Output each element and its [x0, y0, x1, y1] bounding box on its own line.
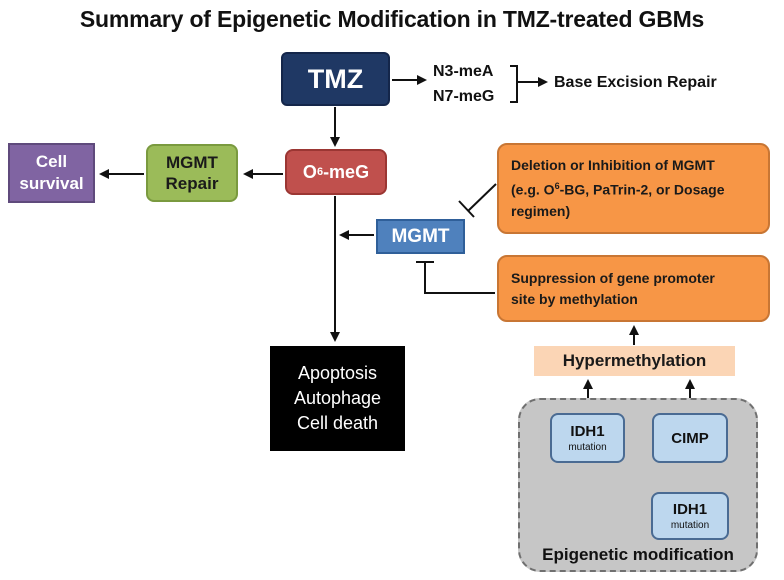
suppression-line2: site by methylation — [511, 290, 638, 307]
diagram-title: Summary of Epigenetic Modification in TM… — [79, 6, 705, 32]
mgmt-node: MGMT — [376, 219, 465, 254]
o6-meg-suffix: -meG — [323, 161, 370, 182]
cell-survival-line1: Cell — [35, 152, 68, 171]
cell-death-outcomes-node: Apoptosis Autophage Cell death — [270, 346, 405, 451]
inhibit-suppression-to-mgmt — [424, 263, 495, 294]
deletion-line1: Deletion or Inhibition of MGMT — [511, 157, 715, 174]
n3-mea-label: N3-meA — [433, 63, 494, 80]
cell-death-label: Cell death — [296, 413, 379, 433]
apoptosis-label: Apoptosis — [297, 363, 378, 383]
hypermethylation-node: Hypermethylation — [534, 346, 735, 376]
n7-meg-label: N7-meG — [433, 88, 495, 105]
inhibit-deletion-to-mgmt — [467, 183, 497, 212]
idh1-mutation-label: mutation — [568, 442, 607, 453]
deletion-line2-prefix: (e.g. O — [511, 181, 555, 198]
mgmt-repair-line2: Repair — [165, 174, 219, 193]
idh1-lower-mutation-label: mutation — [670, 520, 710, 531]
cimp-label: CIMP — [671, 429, 709, 447]
cell-survival-node: Cell survival — [8, 143, 95, 203]
base-excision-repair-label: Base Excision Repair — [554, 74, 717, 91]
deletion-inhibition-node: Deletion or Inhibition of MGMT (e.g. O6-… — [497, 143, 770, 234]
deletion-line2-suffix: -BG, PaTrin-2, or Dosage — [559, 181, 725, 198]
deletion-line3: regimen) — [511, 202, 571, 219]
cell-survival-line2: survival — [19, 174, 84, 193]
bracket-methyl-adducts — [510, 65, 518, 103]
mgmt-repair-node: MGMT Repair — [146, 144, 238, 202]
tmz-node: TMZ — [281, 52, 390, 106]
idh1-label: IDH1 — [570, 423, 605, 440]
mgmt-repair-line1: MGMT — [166, 153, 218, 172]
o6-meg-prefix: O — [302, 161, 317, 182]
o6-meg-superscript: 6 — [316, 166, 324, 178]
idh1-lower-label: IDH1 — [672, 501, 708, 518]
autophage-label: Autophage — [293, 388, 382, 408]
deletion-line2-superscript: 6 — [554, 181, 560, 192]
cimp-node: CIMP — [652, 413, 728, 463]
suppression-line1: Suppression of gene promoter — [511, 269, 715, 286]
epigenetic-modification-label: Epigenetic modification — [542, 545, 734, 564]
inhibit-deletion-bar — [458, 200, 475, 218]
idh1-mutation-node-lower: IDH1 mutation — [651, 492, 729, 540]
promoter-suppression-node: Suppression of gene promoter site by met… — [497, 255, 770, 322]
idh1-mutation-node: IDH1 mutation — [550, 413, 625, 463]
deletion-line2: (e.g. O6-BG, PaTrin-2, or Dosage — [511, 176, 725, 201]
